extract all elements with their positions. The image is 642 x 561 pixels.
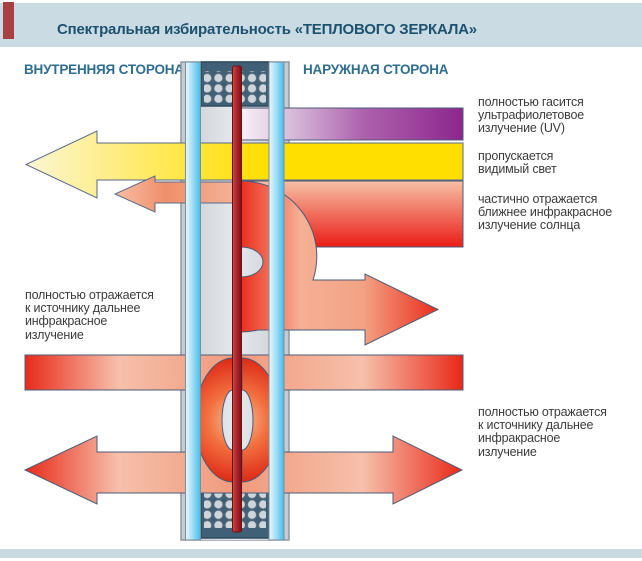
desiccant-balls-icon	[238, 71, 266, 103]
desiccant-balls-icon	[204, 71, 232, 103]
outer-side-label: НАРУЖНАЯ СТОРОНА	[303, 62, 449, 77]
footer-bar	[0, 549, 642, 558]
far-ir-inner-turn	[194, 357, 234, 483]
inner-glass-pane	[185, 61, 201, 541]
near-ir-reflected-arrow	[240, 180, 440, 346]
header-accent-bar	[3, 2, 14, 39]
heat-mirror-film	[232, 65, 242, 533]
visible-light-annotation: пропускается видимый свет	[478, 149, 557, 177]
far-ir-inner-return-arrow	[23, 435, 234, 505]
uv-annotation: полностью гасится ультрафиолетовое излуч…	[478, 95, 584, 136]
inner-side-label: ВНУТРЕННЯЯ СТОРОНА	[24, 62, 184, 77]
near-ir-annotation: частично отражается ближнее инфракрасное…	[478, 192, 613, 233]
desiccant-balls-icon	[238, 492, 266, 528]
far-ir-outer-return-arrow	[240, 435, 464, 505]
outer-glass-pane	[268, 61, 285, 541]
header-bar	[0, 3, 642, 47]
near-ir-transmitted-arrow	[113, 175, 242, 213]
far-ir-inner-annotation: полностью отражается к источнику дальнее…	[25, 288, 154, 342]
far-ir-outer-annotation: полностью отражается к источнику дальнее…	[478, 405, 607, 459]
visible-light-arrow	[24, 130, 464, 199]
desiccant-balls-icon	[204, 492, 232, 528]
page-title: Спектральная избирательность «ТЕПЛОВОГО …	[57, 21, 477, 38]
